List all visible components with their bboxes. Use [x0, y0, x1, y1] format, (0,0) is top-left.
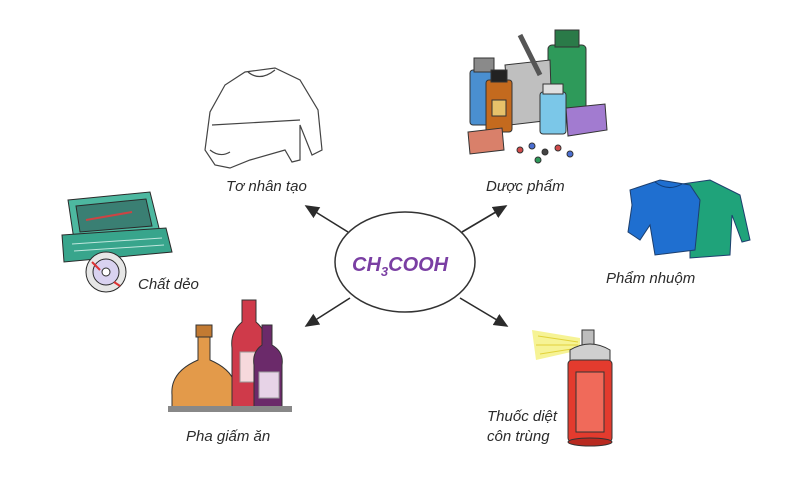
arrow-to-insecticide [459, 297, 509, 327]
label-vinegar: Pha giấm ăn [186, 428, 271, 445]
label-dye: Phẩm nhuộm [606, 270, 696, 287]
label-plastic: Chất dẻo [138, 276, 199, 293]
center-ellipse [334, 211, 476, 313]
arrow-to-fiber [304, 205, 349, 233]
dyed-clothes-icon [627, 179, 751, 259]
spray-can-icon [532, 329, 613, 447]
label-insecticide-line2: côn trùng [487, 428, 550, 445]
medicine-icon [467, 29, 608, 164]
arrows [304, 205, 509, 327]
label-pharma: Dược phẩm [486, 178, 565, 195]
bottles-icon [168, 299, 292, 412]
label-insecticide-line1: Thuốc diệt [487, 408, 558, 425]
formula-label: CH3COOH [352, 254, 449, 279]
shirt-icon [204, 67, 323, 169]
arrow-to-vinegar [304, 297, 351, 327]
plastic-case-icon [61, 191, 173, 293]
arrow-to-pharma [461, 205, 508, 233]
label-fiber: Tơ nhân tạo [226, 178, 307, 195]
